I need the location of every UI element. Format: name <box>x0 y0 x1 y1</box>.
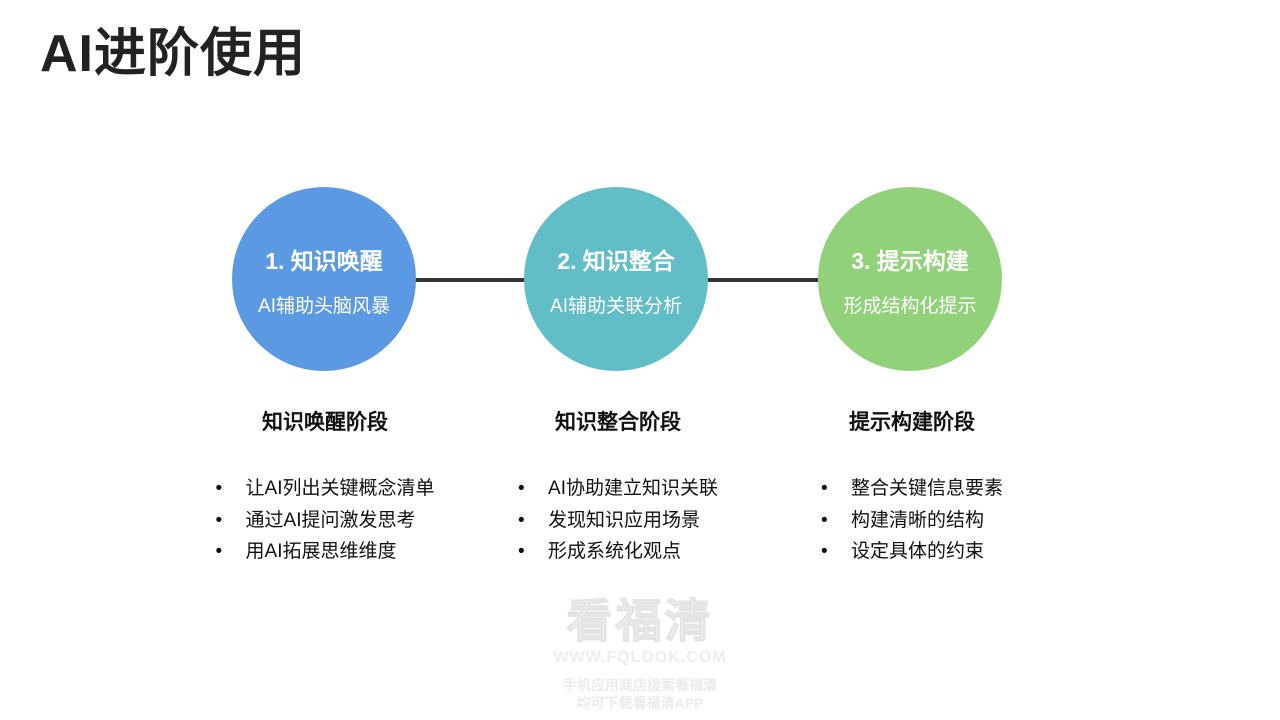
bullet-item: AI协助建立知识关联 <box>518 473 718 505</box>
connector-line-1 <box>415 278 525 282</box>
stage-section-3-heading: 提示构建阶段 <box>849 411 975 434</box>
watermark-note-line2: 均可下载看福清APP <box>576 695 704 712</box>
stage-section-3: 提示构建阶段 整合关键信息要素 构建清晰的结构 设定具体的约束 <box>767 410 1057 568</box>
watermark-website: WWW.FQLOOK.COM <box>553 648 727 666</box>
stage-circle-1-title: 1. 知识唤醒 <box>265 248 383 274</box>
stage-section-2-heading: 知识整合阶段 <box>555 411 681 434</box>
stage-section-1-bullets: 让AI列出关键概念清单 通过AI提问激发思考 用AI拓展思维维度 <box>216 473 435 568</box>
bullet-item: 发现知识应用场景 <box>518 505 718 537</box>
stage-circle-1: 1. 知识唤醒 AI辅助头脑风暴 <box>232 187 416 371</box>
stage-circle-2-subtitle: AI辅助关联分析 <box>550 296 682 317</box>
watermark-note-line1: 手机应用商店搜索看福清 <box>563 677 717 694</box>
stage-circle-3-subtitle: 形成结构化提示 <box>843 296 977 317</box>
slide-title: AI进阶使用 <box>40 25 307 83</box>
stage-section-1-heading: 知识唤醒阶段 <box>262 411 388 434</box>
stage-circle-2: 2. 知识整合 AI辅助关联分析 <box>524 187 708 371</box>
stage-section-2-bullets: AI协助建立知识关联 发现知识应用场景 形成系统化观点 <box>518 473 718 568</box>
stage-circle-2-title: 2. 知识整合 <box>557 248 675 274</box>
bullet-item: 形成系统化观点 <box>518 536 718 568</box>
bullet-item: 让AI列出关键概念清单 <box>216 473 435 505</box>
bullet-item: 设定具体的约束 <box>821 536 1003 568</box>
stage-circle-1-subtitle: AI辅助头脑风暴 <box>258 296 390 317</box>
stage-circle-3-title: 3. 提示构建 <box>851 248 969 274</box>
stage-section-3-bullets: 整合关键信息要素 构建清晰的结构 设定具体的约束 <box>821 473 1003 568</box>
bullet-item: 构建清晰的结构 <box>821 505 1003 537</box>
stage-circle-3: 3. 提示构建 形成结构化提示 <box>818 187 1002 371</box>
bullet-item: 整合关键信息要素 <box>821 473 1003 505</box>
connector-line-2 <box>708 278 818 282</box>
bullet-item: 用AI拓展思维维度 <box>216 536 435 568</box>
watermark-brand: 看福清 <box>566 595 714 647</box>
watermark: 看福清 WWW.FQLOOK.COM 手机应用商店搜索看福清 均可下载看福清AP… <box>440 595 840 712</box>
stage-section-1: 知识唤醒阶段 让AI列出关键概念清单 通过AI提问激发思考 用AI拓展思维维度 <box>180 410 470 568</box>
stage-section-2: 知识整合阶段 AI协助建立知识关联 发现知识应用场景 形成系统化观点 <box>473 410 763 568</box>
bullet-item: 通过AI提问激发思考 <box>216 505 435 537</box>
